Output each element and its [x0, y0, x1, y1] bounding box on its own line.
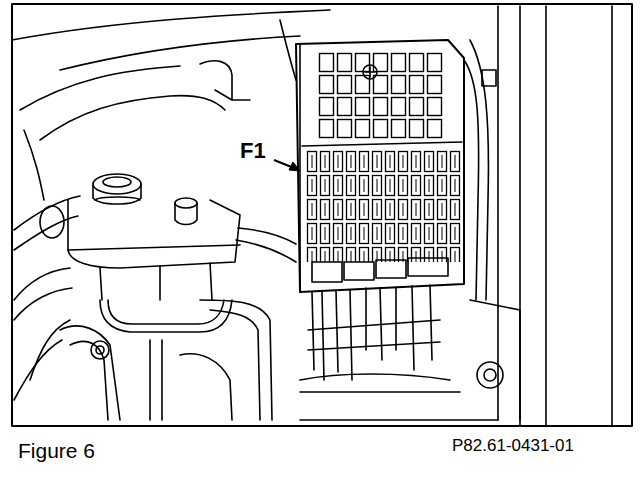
figure-caption: Figure 6 — [18, 440, 95, 461]
reference-number: P82.61-0431-01 — [452, 437, 574, 454]
callout-label: F1 — [238, 139, 268, 163]
